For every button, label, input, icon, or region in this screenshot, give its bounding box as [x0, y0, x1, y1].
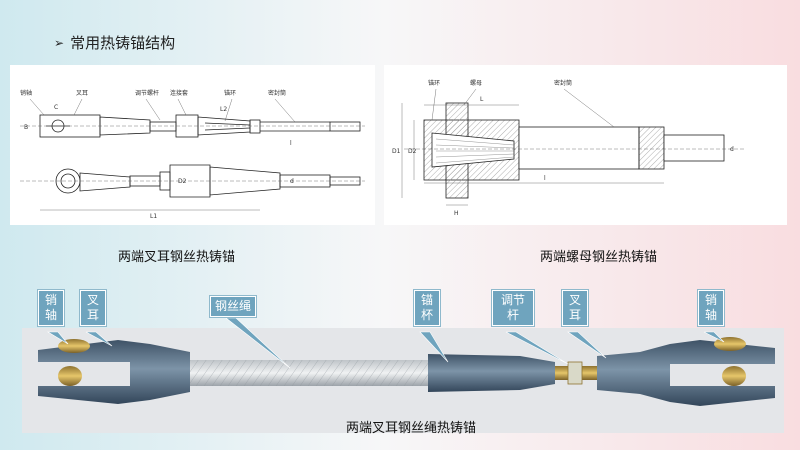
dim-c: C	[54, 104, 58, 111]
bullet-arrow-icon: ➢	[54, 35, 65, 50]
caption-left: 两端叉耳钢丝热铸锚	[118, 250, 236, 265]
label-sleeve: 连接套	[170, 89, 188, 97]
dim-d-right: d	[730, 146, 734, 153]
pointer-pin-right	[703, 331, 725, 343]
callout-pin-right: 销轴	[698, 290, 724, 326]
caption-bottom: 两端叉耳钢丝绳热铸锚	[346, 421, 477, 436]
dim-b: B	[24, 124, 28, 131]
pointer-fork-right	[567, 331, 607, 359]
dim-h: H	[454, 210, 459, 217]
dim-l-bottom: l	[544, 175, 546, 182]
dim-l-top: L	[480, 96, 484, 103]
pointer-rope	[225, 317, 291, 369]
label-adjust-screw: 调节螺杆	[135, 89, 159, 97]
rope-anchor-render	[22, 317, 784, 433]
callout-rope: 钢丝绳	[210, 296, 256, 317]
right-drawing-panel: 锚环 螺母 密封筒 L D1 D2 H l d	[384, 65, 787, 225]
callout-fork-left: 叉耳	[80, 290, 106, 326]
pointer-rod	[505, 331, 569, 365]
callout-fork-right: 叉耳	[562, 290, 588, 326]
label-nut: 螺母	[470, 79, 482, 87]
pointer-pin-left	[46, 331, 69, 345]
caption-right: 两端螺母钢丝热铸锚	[540, 250, 658, 265]
label-anchor-ring-right: 锚环	[428, 79, 440, 87]
label-pin: 销轴	[20, 89, 32, 97]
section-heading: ➢ 常用热铸锚结构	[54, 32, 175, 53]
nut-anchor-drawing: 锚环 螺母 密封筒 L D1 D2 H l d	[392, 79, 744, 217]
left-bushing	[58, 366, 82, 386]
dim-l: l	[290, 140, 292, 147]
right-bushing	[722, 366, 746, 386]
callout-adjust-rod: 调节杆	[492, 290, 534, 326]
dim-l1: L1	[150, 213, 157, 220]
pointer-fork-left	[85, 331, 113, 347]
fork-anchor-drawing: 销轴 叉耳 调节螺杆 连接套 锚环 密封筒 C B L2 l D2 d L1	[20, 89, 365, 220]
dim-l2: L2	[220, 106, 227, 113]
dim-d1: D1	[392, 148, 401, 155]
dim-d2: D2	[178, 178, 187, 185]
section-title: 常用热铸锚结构	[70, 34, 176, 52]
dim-d: d	[290, 178, 294, 185]
anchor-cup	[428, 354, 555, 392]
callout-anchor-cup: 锚杯	[414, 290, 440, 326]
callout-pin-left: 销轴	[38, 290, 64, 326]
label-seal-tube-right: 密封筒	[554, 79, 572, 87]
dim-d2-right: D2	[408, 148, 417, 155]
label-anchor-ring: 锚环	[224, 89, 236, 97]
label-fork: 叉耳	[76, 90, 88, 97]
label-seal-tube: 密封筒	[268, 89, 286, 97]
pointer-cup	[419, 331, 449, 363]
left-drawing-panel: 销轴 叉耳 调节螺杆 连接套 锚环 密封筒 C B L2 l D2 d L1	[10, 65, 375, 225]
